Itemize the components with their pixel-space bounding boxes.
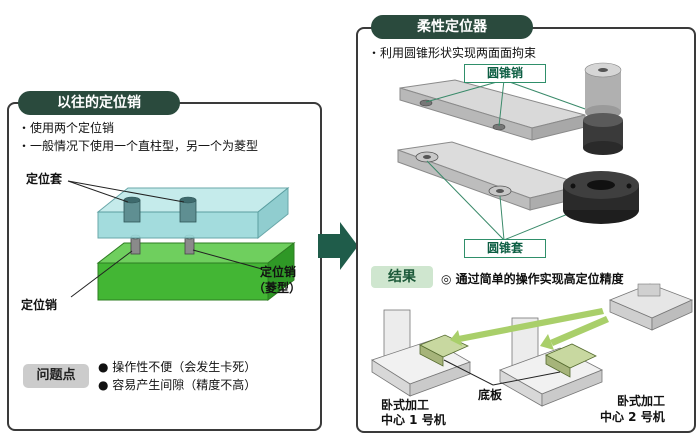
cone-sleeve-label: 圆锥套: [464, 239, 546, 258]
right-bullet: ・利用圆锥形状实现两面面拘束: [368, 46, 537, 60]
green-arrows: [450, 308, 609, 350]
bottom-plate: [397, 141, 586, 211]
result-text: ◎ 通过简单的操作实现高定位精度: [441, 272, 624, 286]
base-plate-label: 底板: [478, 388, 503, 402]
machine-1-line-1: 卧式加工: [381, 398, 430, 412]
cone-pin-label: 圆锥销: [464, 64, 546, 83]
problem-tag: 问题点: [23, 364, 89, 388]
label-diamond-pin-2: （菱型）: [253, 281, 302, 295]
cyan-block: [96, 186, 290, 240]
problem-2: ● 容易产生间隙（精度不高）: [98, 378, 257, 392]
left-title: 以往的定位销: [18, 91, 180, 115]
problem-1: ● 操作性不便（会发生卡死）: [98, 360, 257, 374]
right-title: 柔性定位器: [371, 15, 533, 39]
cone-pin-photo: [583, 62, 623, 155]
result-tag: 结果: [371, 266, 433, 288]
cone-sleeve-photo: [563, 171, 639, 224]
label-sleeve: 定位套: [26, 172, 63, 186]
left-bullet-2: ・一般情况下使用一个直柱型，另一个为菱型: [18, 139, 259, 153]
machine-1-line-2: 中心 1 号机: [381, 413, 446, 427]
label-pin: 定位销: [21, 298, 58, 312]
left-bullet-1: ・使用两个定位销: [18, 121, 115, 135]
machine-2-line-2: 中心 2 号机: [600, 410, 665, 424]
label-diamond-pin-1: 定位销: [260, 265, 297, 279]
top-plate: [399, 79, 586, 141]
fixture-photo: [608, 283, 694, 331]
machine-left: [371, 309, 471, 397]
machine-2-line-1: 卧式加工: [617, 394, 666, 408]
